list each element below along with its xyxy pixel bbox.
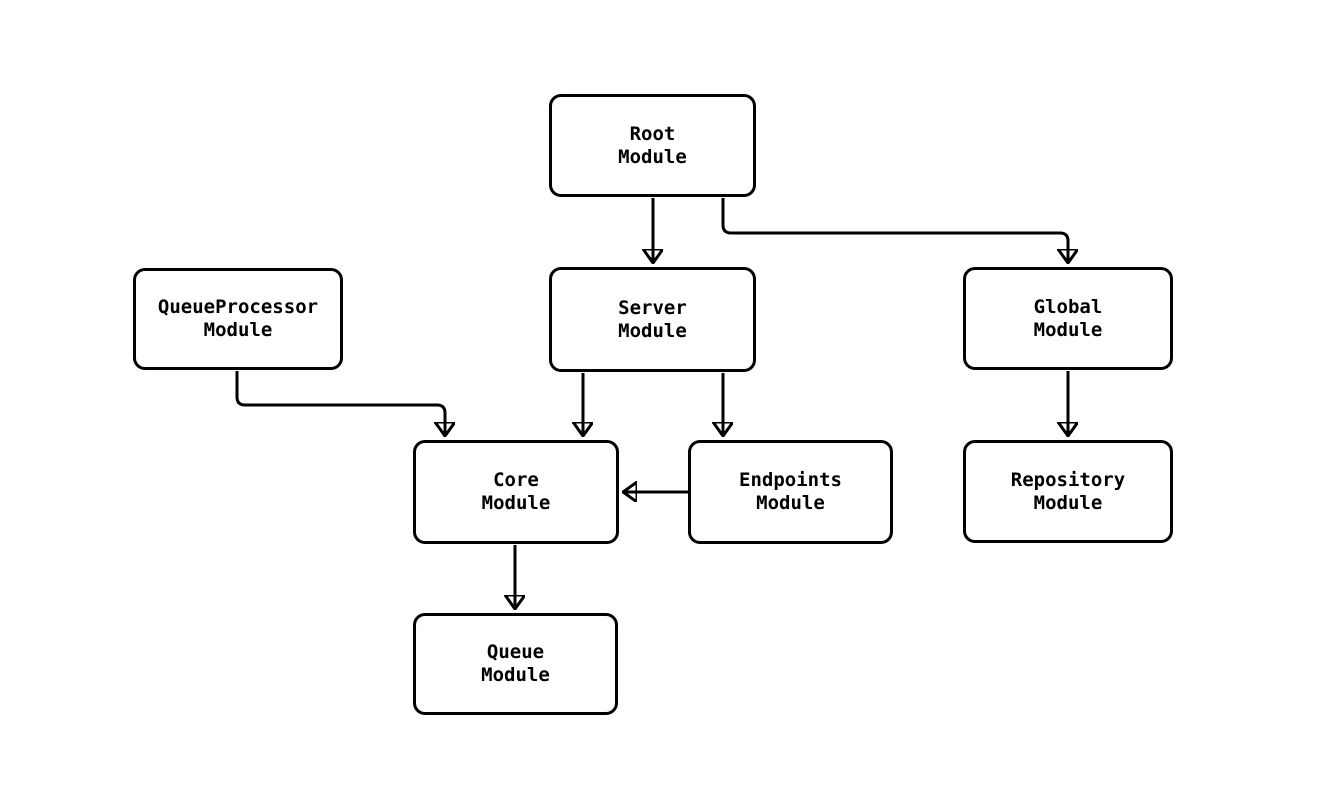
node-server-module: Server Module [549, 267, 756, 372]
node-root-module: Root Module [549, 94, 756, 197]
edge-root-to-global [721, 198, 1068, 263]
node-global-module: Global Module [963, 267, 1173, 370]
node-label: Repository Module [1010, 468, 1126, 514]
node-label: Endpoints Module [739, 469, 842, 514]
node-queueprocessor-module: QueueProcessor Module [133, 268, 343, 370]
node-label: Core Module [481, 469, 551, 514]
node-label: QueueProcessor Module [157, 296, 319, 341]
node-label: Root Module [618, 122, 687, 168]
node-label: Global Module [1033, 295, 1103, 341]
node-repository-module: Repository Module [963, 440, 1173, 543]
node-label: Server Module [618, 296, 687, 342]
node-endpoints-module: Endpoints Module [688, 440, 893, 544]
node-core-module: Core Module [413, 440, 619, 544]
edge-queueprocessor-to-core [235, 371, 445, 436]
node-queue-module: Queue Module [413, 613, 618, 715]
node-label: Queue Module [481, 641, 550, 686]
